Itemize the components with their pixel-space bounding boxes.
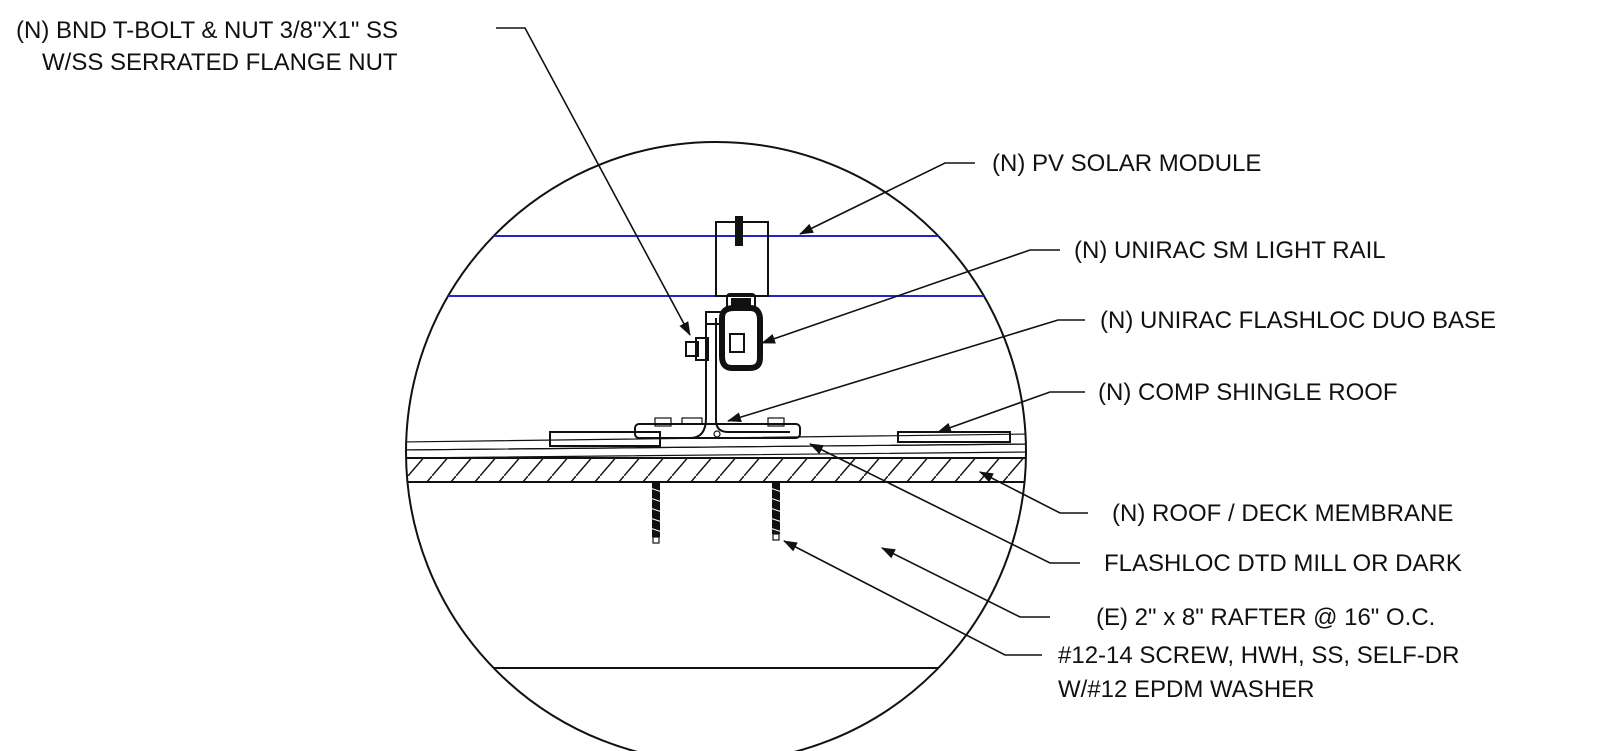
light-rail-profile	[719, 293, 763, 371]
membrane-layer	[406, 443, 1026, 459]
leader-rafter	[881, 547, 1050, 618]
label-flashloc-dtd: FLASHLOC DTD MILL OR DARK	[1104, 550, 1462, 577]
leader-light-rail	[761, 249, 1060, 344]
leader-shingle-roof	[937, 391, 1085, 433]
leader-flashloc-base	[727, 319, 1085, 422]
label-shingle-roof: (N) COMP SHINGLE ROOF	[1098, 379, 1398, 406]
label-rafter: (E) 2" x 8" RAFTER @ 16" O.C.	[1096, 604, 1435, 631]
label-pv-module: (N) PV SOLAR MODULE	[992, 150, 1261, 177]
label-screw-line2: W/#12 EPDM WASHER	[1058, 676, 1315, 703]
leader-pv-module	[799, 162, 975, 235]
lag-screws	[649, 482, 783, 544]
leader-membrane	[979, 471, 1088, 514]
shingle-piece-left	[549, 431, 661, 447]
leader-tbolt	[496, 27, 691, 336]
leader-flashloc-dtd	[809, 443, 1080, 564]
label-membrane: (N) ROOF / DECK MEMBRANE	[1112, 500, 1453, 527]
shingle-piece-right	[897, 431, 1011, 443]
leader-screw	[783, 540, 1042, 656]
roof-deck-hatch	[406, 457, 1026, 483]
module-clamp	[715, 216, 769, 297]
label-screw-line1: #12-14 SCREW, HWH, SS, SELF-DR	[1058, 642, 1459, 669]
label-tbolt-line1: (N) BND T-BOLT & NUT 3/8"X1" SS	[16, 17, 398, 44]
shingle-layer	[406, 433, 1026, 451]
detail-contents	[406, 235, 1026, 669]
t-bolt-nut	[685, 337, 709, 361]
label-light-rail: (N) UNIRAC SM LIGHT RAIL	[1074, 237, 1386, 264]
label-flashloc-base: (N) UNIRAC FLASHLOC DUO BASE	[1100, 307, 1496, 334]
label-tbolt-line2: W/SS SERRATED FLANGE NUT	[42, 49, 398, 76]
